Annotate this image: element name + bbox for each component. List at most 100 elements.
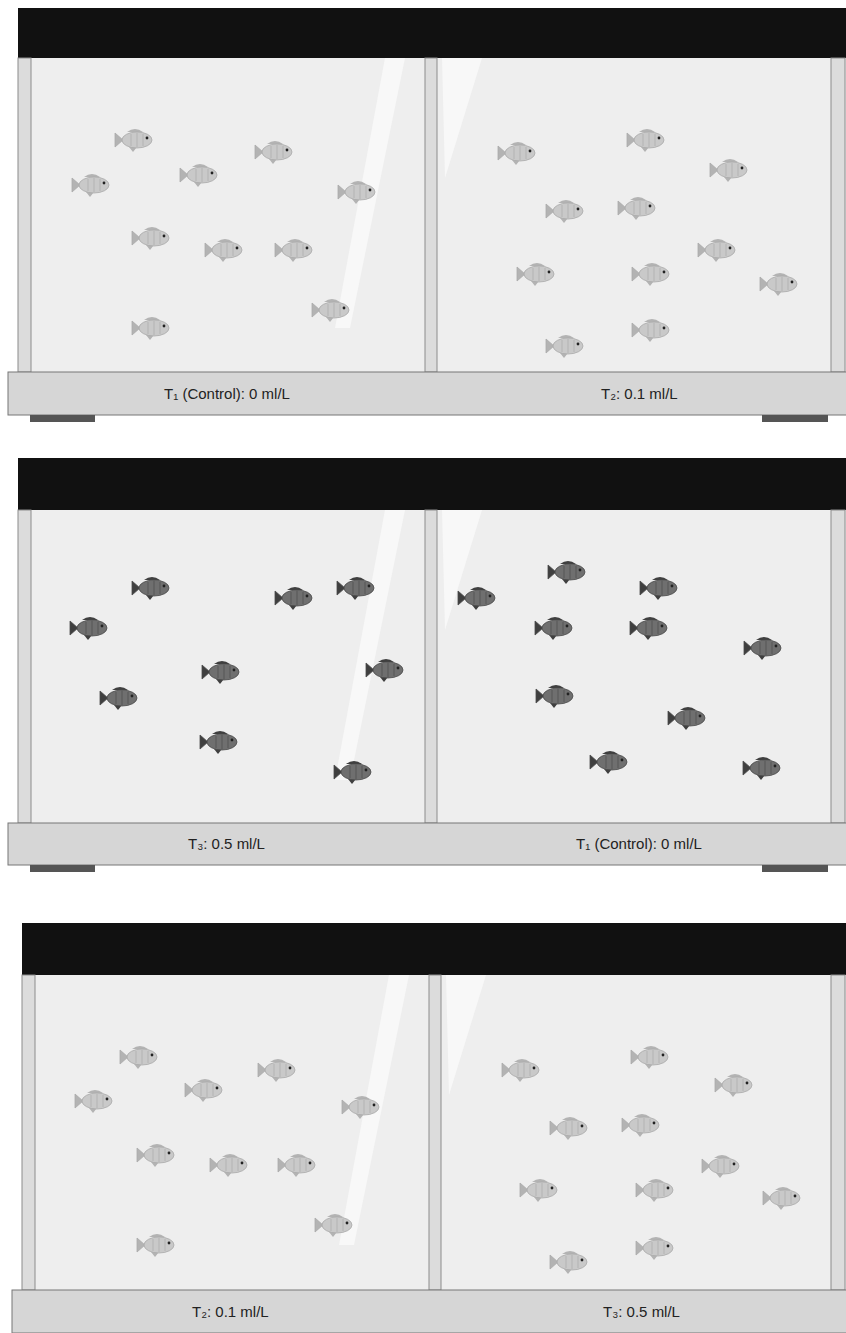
fish-stripe (153, 1148, 165, 1162)
fish-stripe (646, 621, 658, 635)
fish-fin (756, 637, 772, 640)
fish-fin (562, 1251, 578, 1254)
fish-stripe (148, 581, 160, 595)
fish-eye (567, 693, 570, 696)
fish-eye (577, 208, 580, 211)
fish-stripe (714, 243, 726, 257)
fish (622, 1114, 659, 1137)
fish (550, 1117, 587, 1140)
fish-fin (346, 761, 362, 764)
fish-fin (144, 577, 160, 580)
fish-stripe (358, 1100, 370, 1114)
fish-stripe (91, 1094, 103, 1108)
fish-fin (290, 1154, 306, 1157)
tank-post (831, 510, 845, 823)
fish-eye (581, 1259, 584, 1262)
fish (275, 239, 312, 262)
fish-body (217, 1157, 247, 1173)
fish (338, 181, 375, 204)
fish-eye (163, 325, 166, 328)
fish-stripe (148, 321, 160, 335)
fish-fin (212, 731, 228, 734)
fish-stripe (638, 1118, 650, 1132)
tank-base (8, 823, 846, 865)
fish-fin (643, 1046, 659, 1049)
fish-body (647, 580, 677, 596)
fish-eye (163, 235, 166, 238)
fish-stripe (218, 665, 230, 679)
fish-eye (241, 1162, 244, 1165)
fish-stripe (350, 765, 362, 779)
fish-fin (648, 1237, 664, 1240)
fish (632, 319, 669, 342)
fish-stripe (518, 1063, 530, 1077)
tank-glass (18, 510, 846, 823)
fish-eye (233, 669, 236, 672)
fish-fin (710, 239, 726, 242)
fish-body (122, 132, 152, 148)
fish-fin (132, 1046, 148, 1049)
fish-eye (662, 1054, 665, 1057)
fish-fin (639, 129, 655, 132)
fish-fin (562, 1117, 578, 1120)
fish-fin (772, 273, 788, 276)
fish-stripe (606, 755, 618, 769)
fish (315, 1214, 352, 1237)
fish (132, 577, 169, 600)
fish-stripe (271, 145, 283, 159)
fish (132, 227, 169, 250)
fish-eye (566, 625, 569, 628)
fish (205, 239, 242, 262)
fish-body (709, 1158, 739, 1174)
fish-stripe (216, 735, 228, 749)
fish (702, 1155, 739, 1178)
fish (202, 661, 239, 684)
fish (200, 731, 237, 754)
glass-glare (446, 975, 486, 1095)
fish-eye (548, 271, 551, 274)
tank-post (18, 510, 31, 823)
fish-body (127, 1049, 157, 1065)
fish-fin (144, 227, 160, 230)
fish-eye (346, 1222, 349, 1225)
treatment-label: T₃: 0.5 ml/L (188, 835, 265, 853)
fish-stripe (86, 621, 98, 635)
fish-fin (349, 577, 365, 580)
fish-eye (306, 595, 309, 598)
fish (550, 1251, 587, 1274)
fish (743, 757, 780, 780)
fish-fin (630, 197, 646, 200)
fish-stripe (221, 243, 233, 257)
tank-post (18, 58, 31, 372)
fish (590, 751, 627, 774)
fish-eye (151, 1054, 154, 1057)
fish-body (373, 662, 403, 678)
fish-body (638, 1049, 668, 1065)
fish-eye (661, 625, 664, 628)
fish-stripe (226, 1158, 238, 1172)
fish (337, 577, 374, 600)
fish-eye (373, 1104, 376, 1107)
fish-body (139, 580, 169, 596)
fish (546, 335, 583, 358)
fish-body (639, 266, 669, 282)
fish-stripe (564, 565, 576, 579)
fish-eye (581, 1125, 584, 1128)
treatment-label: T₂: 0.1 ml/L (601, 385, 678, 403)
fish-eye (671, 585, 674, 588)
tank-post (831, 58, 845, 372)
fish-body (212, 242, 242, 258)
fish (520, 1179, 557, 1202)
fish-body (637, 620, 667, 636)
tank-divider (425, 510, 437, 823)
fish-fin (644, 319, 660, 322)
tank-glass (22, 975, 846, 1290)
tank-foot (762, 415, 828, 422)
fish (536, 685, 573, 708)
fish-eye (286, 149, 289, 152)
fish-fin (214, 661, 230, 664)
fish-stripe (354, 185, 366, 199)
fish-stripe (131, 133, 143, 147)
fish-eye (168, 1152, 171, 1155)
